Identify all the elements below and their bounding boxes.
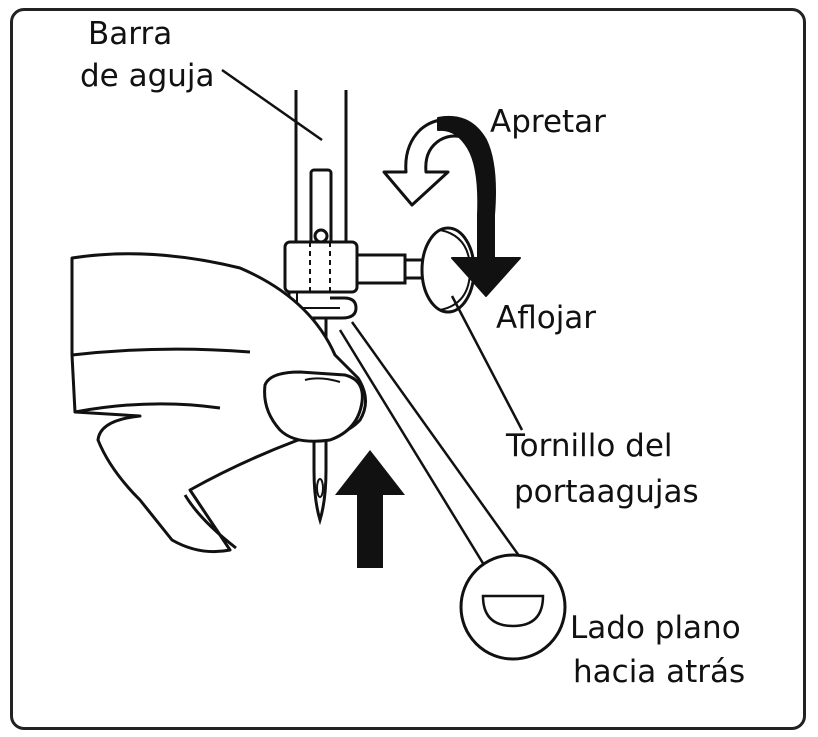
needle-clamp-screw (420, 226, 476, 314)
label-tighten: Apretar (490, 104, 606, 140)
needle-bar (294, 90, 348, 247)
label-loosen: Aflojar (496, 300, 597, 336)
label-needle-bar-line2: de aguja (80, 58, 215, 94)
hand (70, 252, 367, 554)
needle-clamp (283, 240, 431, 320)
loosen-arrow-icon (437, 116, 521, 297)
label-needle-bar-line1: Barra (88, 16, 173, 52)
diagram-frame (10, 8, 806, 730)
leader-lines (221, 68, 534, 579)
label-flat-side-line1: Lado plano (570, 610, 741, 646)
flat-side-callout (459, 553, 567, 661)
label-flat-side-line2: hacia atrás (573, 654, 746, 690)
label-clamp-screw-line2: portaagujas (514, 474, 699, 510)
insert-arrow-icon (335, 450, 405, 568)
tighten-arrow-icon (382, 118, 472, 207)
label-clamp-screw-line1: Tornillo del (506, 428, 673, 464)
